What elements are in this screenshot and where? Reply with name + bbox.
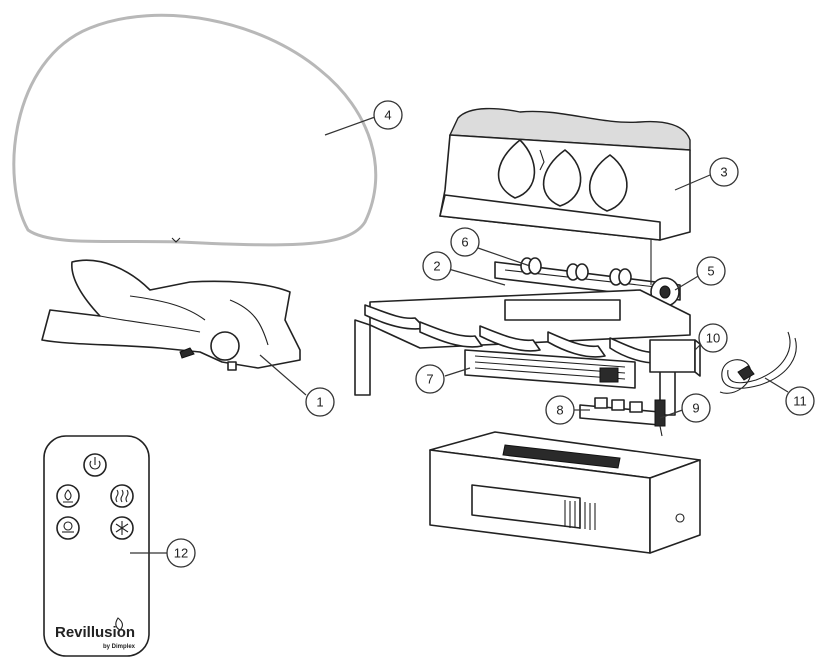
- part-heater: [464, 349, 636, 389]
- callout-7: 7: [415, 364, 445, 394]
- callout-label: 9: [692, 401, 699, 416]
- light-icon: [56, 516, 80, 540]
- part-power-cord: [719, 331, 797, 394]
- callout-3: 3: [709, 157, 739, 187]
- part-glass-panel: [12, 13, 378, 247]
- callout-2: 2: [422, 251, 452, 281]
- callout-label: 4: [384, 108, 391, 123]
- power-icon: [83, 453, 107, 477]
- remote-brand-logo: Revillusion: [55, 624, 135, 641]
- part-grate-frame: [354, 289, 691, 416]
- callout-label: 10: [706, 331, 720, 346]
- callout-label: 7: [426, 372, 433, 387]
- leader-lines: [130, 116, 789, 554]
- remote-sub-brand: by Dimplex: [103, 644, 136, 650]
- callout-label: 5: [707, 264, 714, 279]
- callout-label: 8: [556, 403, 563, 418]
- part-front-log: [41, 259, 301, 371]
- callout-label: 3: [720, 165, 727, 180]
- callout-10: 10: [698, 323, 728, 353]
- callout-6: 6: [450, 227, 480, 257]
- vent-slots: [564, 500, 596, 530]
- callout-12: 12: [166, 538, 196, 568]
- callout-9: 9: [681, 393, 711, 423]
- callout-4: 4: [373, 100, 403, 130]
- callout-11: 11: [785, 386, 815, 416]
- snowflake-icon: [110, 516, 134, 540]
- callout-label: 6: [461, 235, 468, 250]
- part-circuit-board: [579, 397, 666, 437]
- callout-1: 1: [305, 387, 335, 417]
- callout-label: 12: [174, 546, 188, 561]
- remote-control: Revillusion by Dimplex: [43, 435, 150, 657]
- callout-5: 5: [696, 256, 726, 286]
- callout-label: 1: [316, 395, 323, 410]
- callout-label: 2: [433, 259, 440, 274]
- callout-label: 11: [793, 394, 807, 409]
- part-firebox-housing: [429, 431, 701, 554]
- part-control-box: [649, 339, 701, 377]
- callout-8: 8: [545, 395, 575, 425]
- part-rear-log-panel: [439, 107, 691, 241]
- heat-icon: [110, 484, 134, 508]
- flame-icon: [56, 484, 80, 508]
